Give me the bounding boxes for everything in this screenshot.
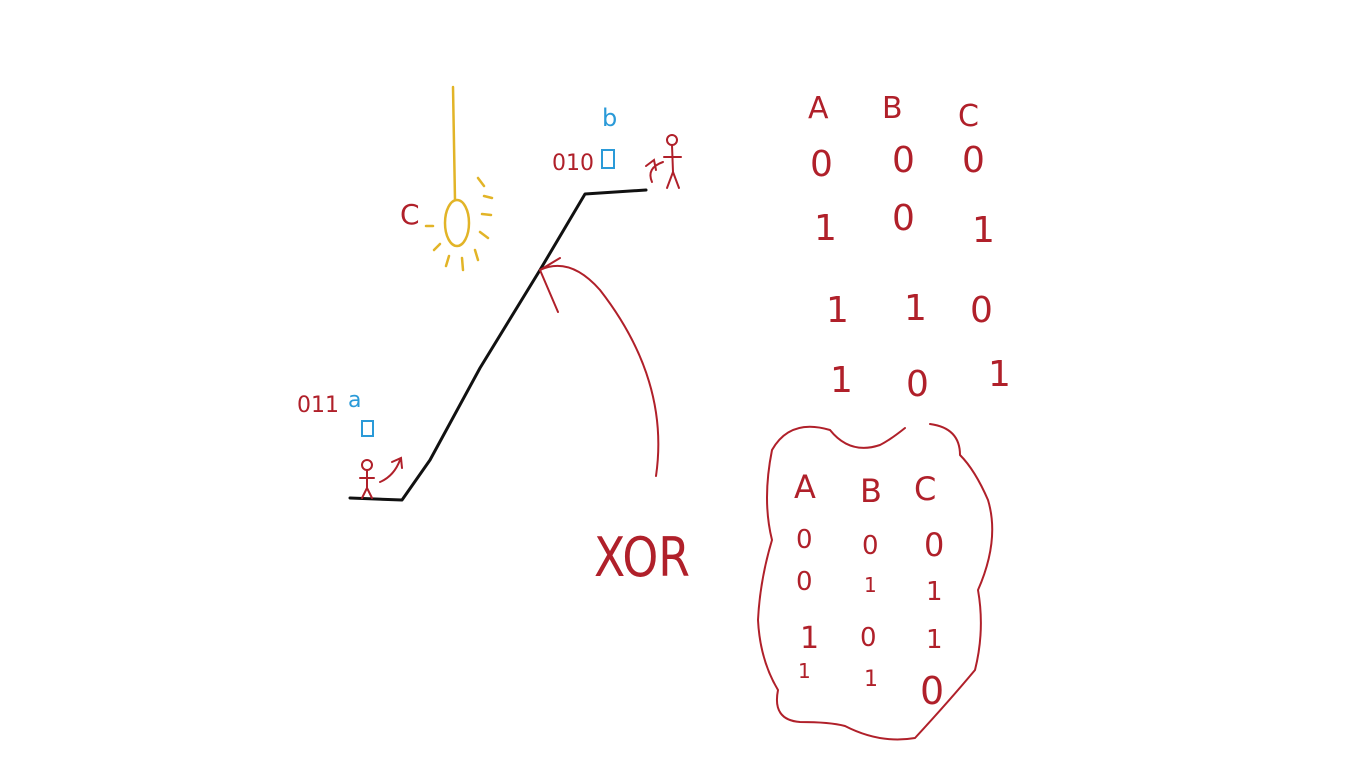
table-bottom-cell: 1 (926, 577, 943, 607)
table-top-cell: 1 (904, 288, 927, 329)
cloud-outline (757, 423, 994, 741)
top-switch-label: b (602, 104, 617, 132)
table-top-cell: 1 (830, 360, 853, 401)
arrow-curved-left-icon (645, 158, 664, 183)
truth-table-bottom: A B C 0 0 0 0 1 1 1 0 1 1 1 0 (794, 468, 944, 713)
table-top-cell: 0 (962, 140, 985, 181)
table-bottom-cell: 1 (926, 625, 943, 655)
person-bottom-icon (359, 459, 375, 499)
table-bottom-cell: 0 (862, 531, 879, 561)
bottom-switch-states: 011 (297, 393, 339, 418)
light-bulb-icon (424, 85, 494, 272)
table-bottom-cell: 0 (924, 526, 944, 564)
table-bottom-cell: 0 (860, 623, 877, 653)
table-top-cell: 1 (814, 208, 837, 249)
table-bottom-header-b: B (860, 472, 882, 510)
table-top-cell: 0 (970, 290, 993, 331)
bulb-label: C (400, 198, 420, 231)
top-switch-states: 010 (552, 151, 594, 176)
table-bottom-cell: 1 (864, 667, 878, 692)
table-top-header-c: C (958, 99, 979, 134)
table-top-cell: 0 (892, 198, 915, 239)
table-top-cell: 0 (810, 144, 833, 185)
table-top-cell: 0 (892, 140, 915, 181)
truth-table-top: A B C 0 0 0 1 0 1 1 1 0 1 0 1 (808, 91, 1011, 405)
table-top-cell: 1 (972, 210, 995, 251)
bottom-switch-label: a (348, 388, 361, 413)
table-bottom-cell: 1 (864, 573, 877, 597)
staircase-line (348, 188, 648, 502)
table-top-header-b: B (882, 91, 903, 126)
table-top-cell: 1 (988, 354, 1011, 395)
table-bottom-header-a: A (794, 468, 816, 506)
switch-a-icon (361, 420, 374, 437)
table-bottom-cell: 0 (920, 669, 944, 713)
table-top-header-a: A (808, 91, 829, 126)
table-bottom-cell: 0 (796, 567, 813, 597)
table-bottom-cell: 1 (800, 621, 819, 656)
table-bottom-cell: 1 (798, 659, 811, 683)
arrow-up-right-icon (379, 456, 403, 483)
xor-label: XOR (594, 526, 690, 589)
xor-arrow (539, 257, 660, 477)
table-bottom-header-c: C (914, 470, 936, 508)
switch-b-icon (601, 149, 615, 169)
table-top-cell: 0 (906, 364, 929, 405)
person-top-icon (663, 134, 682, 189)
table-top-cell: 1 (826, 290, 849, 331)
table-bottom-cell: 0 (796, 525, 813, 555)
